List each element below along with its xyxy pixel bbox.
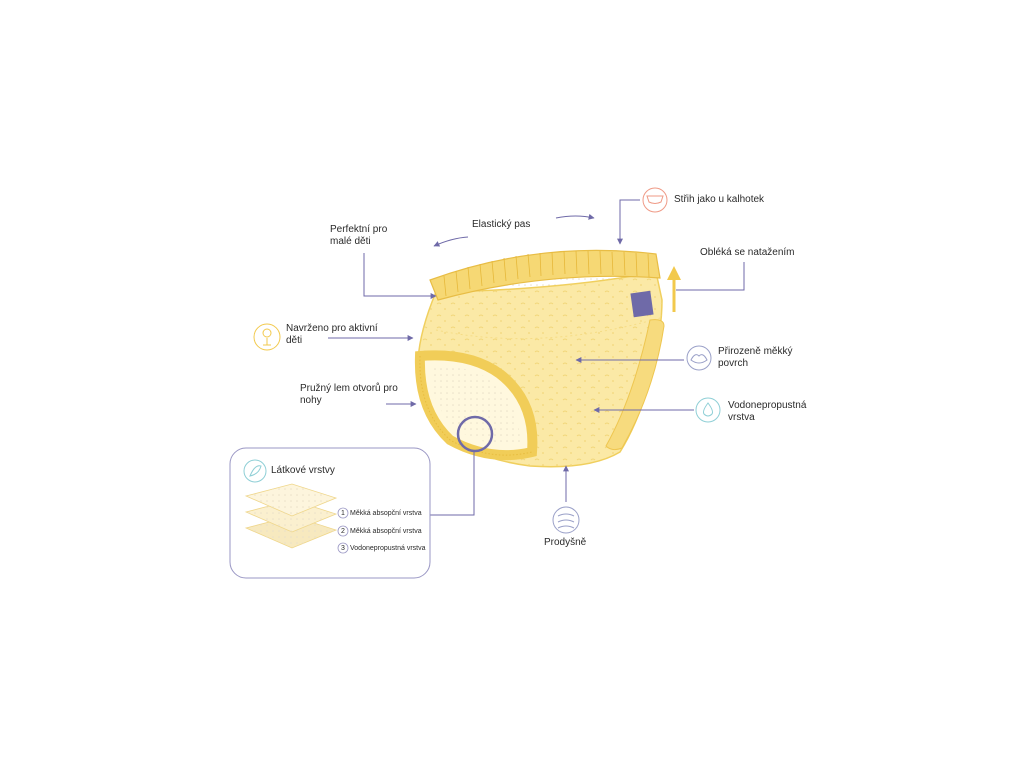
label-breathable: Prodyšně	[544, 537, 587, 548]
layer-text-1: Měkká absopční vrstva	[350, 510, 422, 517]
up-arrow-icon	[667, 266, 681, 312]
layer-number-3: 3	[341, 545, 345, 552]
layer-badge-2	[337, 525, 349, 537]
water-drop-icon	[695, 397, 721, 423]
layer-number-1: 1	[341, 510, 345, 517]
layers-box-title: Látkové vrstvy	[271, 465, 335, 476]
air-flow-icon	[552, 506, 580, 534]
side-band	[605, 319, 665, 451]
callout-lines	[328, 199, 745, 516]
label-elastic-waist: Elastický pas	[472, 219, 531, 230]
small-kids-line	[363, 253, 437, 299]
layer-badge-1	[337, 507, 349, 519]
pull-on-line	[676, 262, 745, 291]
hand-icon	[686, 345, 712, 371]
layer-number-2: 2	[341, 528, 345, 535]
label-pull-on: Obléká se natažením	[700, 247, 795, 258]
layer-badge-3	[337, 542, 349, 554]
layer-sheet-1	[244, 483, 338, 517]
label-tag	[630, 290, 654, 318]
leg-hem-highlight-circle	[456, 415, 494, 453]
label-cut-like-underwear: Střih jako u kalhotek	[674, 194, 765, 205]
label-active-kids: Navrženo pro aktivní děti	[286, 323, 378, 346]
waist-arrow-left	[433, 236, 469, 247]
underwear-icon	[642, 187, 668, 213]
leaf-icon	[243, 459, 267, 483]
label-waterproof-layer: Vodonepropustná vrstva	[728, 400, 807, 423]
lightbulb-icon	[253, 323, 281, 351]
label-soft-surface: Přirozeně měkký povrch	[718, 346, 793, 369]
label-leg-hem: Pružný lem otvorů pro nohy	[300, 383, 398, 406]
layer-text-2: Měkká absopční vrstva	[350, 528, 422, 535]
label-perfect-small-kids: Perfektní pro malé děti	[330, 224, 388, 247]
layers-connector-line	[430, 452, 475, 516]
layer-text-3: Vodonepropustná vrstva	[350, 545, 426, 552]
waist-arrow-right	[555, 213, 595, 220]
training-pants-illustration	[414, 249, 665, 468]
underwear-line	[617, 199, 640, 245]
layers-box	[229, 447, 431, 579]
